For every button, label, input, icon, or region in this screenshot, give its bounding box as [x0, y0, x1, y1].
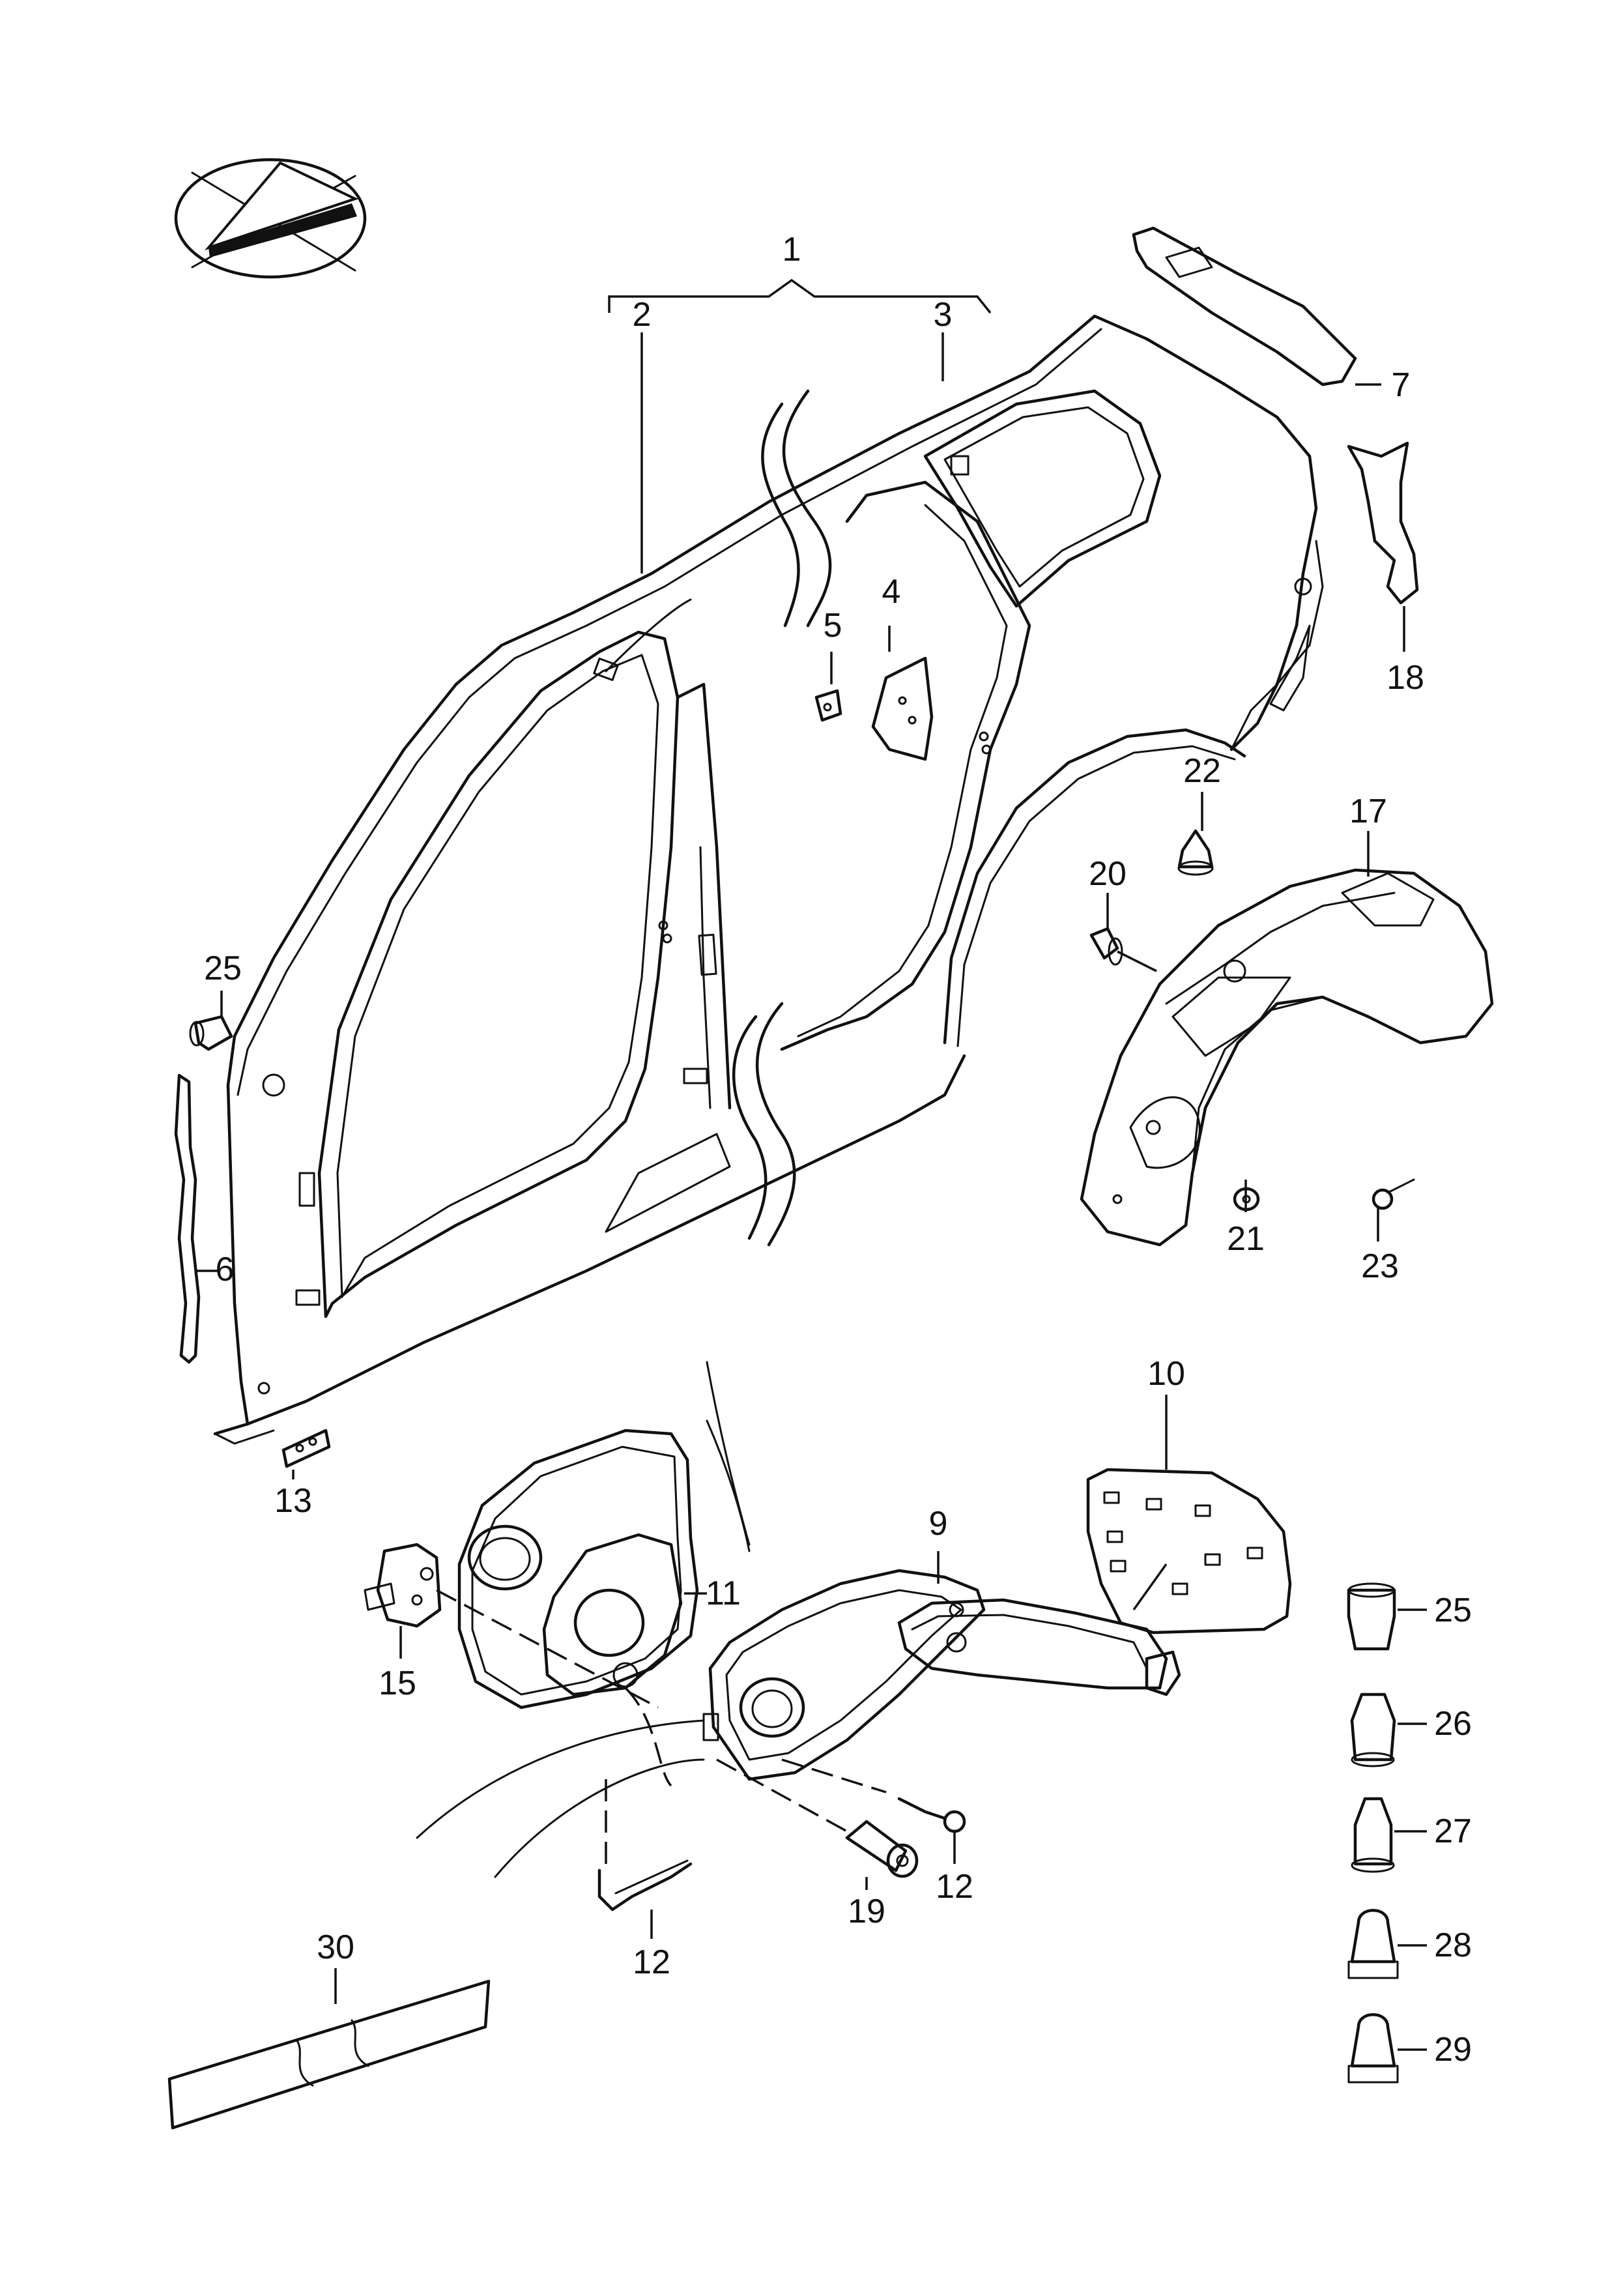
- part-25-clip-right: [1347, 1582, 1396, 1651]
- callout-10: 10: [1147, 1355, 1185, 1393]
- callout-6: 6: [216, 1251, 235, 1288]
- callout-25-left: 25: [204, 950, 242, 987]
- part-4-panel: [871, 656, 934, 761]
- callout-1: 1: [783, 231, 801, 269]
- group-bracket-1: [608, 278, 992, 314]
- part-11-filler-housing: [457, 1419, 751, 1709]
- part-9-fuel-flap: [702, 1569, 1181, 1781]
- part-28-nut: [1347, 1909, 1399, 1979]
- callout-12b: 12: [633, 1943, 670, 1981]
- part-25-clip-left: [189, 1015, 233, 1051]
- orientation-view-icon: [174, 158, 367, 279]
- side-panel-assembly: [213, 314, 1324, 1445]
- part-13-plate: [281, 1429, 331, 1468]
- assembly-lines: [436, 1589, 887, 1864]
- part-15-actuator: [364, 1543, 442, 1628]
- part-12-drain-hose-a: [897, 1797, 966, 1833]
- callout-15: 15: [379, 1664, 416, 1702]
- part-12-drain-hose-b: [597, 1859, 693, 1911]
- callout-21: 21: [1227, 1220, 1265, 1258]
- callout-13: 13: [274, 1482, 312, 1520]
- callout-11: 11: [706, 1575, 741, 1612]
- part-18-bracket: [1347, 441, 1419, 605]
- callout-26: 26: [1434, 1705, 1472, 1743]
- callout-12a: 12: [936, 1868, 973, 1906]
- callout-28: 28: [1434, 1926, 1472, 1964]
- part-27-clip: [1351, 1797, 1395, 1873]
- callout-25-right: 25: [1434, 1591, 1472, 1629]
- body-contour: [416, 1361, 751, 1878]
- callout-2: 2: [633, 296, 652, 334]
- part-20-clip: [1089, 927, 1123, 966]
- callout-29: 29: [1434, 2031, 1472, 2069]
- callout-20: 20: [1089, 855, 1127, 893]
- part-7-rail: [1132, 226, 1357, 386]
- part-29-nut: [1347, 2013, 1399, 2084]
- part-23-screw: [1372, 1178, 1415, 1210]
- part-17-wheel-liner: [1080, 868, 1494, 1247]
- callout-7: 7: [1392, 366, 1411, 404]
- callout-22: 22: [1183, 752, 1221, 790]
- callout-19: 19: [848, 1893, 885, 1930]
- callout-23: 23: [1361, 1247, 1399, 1285]
- part-19-bolt: [845, 1820, 919, 1878]
- callout-5: 5: [824, 607, 842, 645]
- part-5-bracket: [814, 689, 842, 722]
- callouts: 1 2 3 4 5 6 7 9 10 11 12 12 13 15 17 18 …: [204, 231, 1472, 2069]
- part-6-strip: [174, 1073, 201, 1364]
- callout-27: 27: [1434, 1812, 1472, 1850]
- callout-17: 17: [1349, 792, 1387, 830]
- leader-lines: [195, 332, 1427, 2051]
- part-30-sheet: [167, 1979, 491, 2130]
- callout-3: 3: [934, 296, 953, 334]
- part-26-clip: [1350, 1693, 1396, 1767]
- callout-18: 18: [1386, 659, 1424, 697]
- callout-30: 30: [317, 1928, 354, 1966]
- part-22-clip: [1177, 829, 1214, 876]
- callout-4: 4: [882, 573, 901, 611]
- part-10-cover-plate: [1086, 1468, 1292, 1635]
- callout-9: 9: [929, 1505, 948, 1543]
